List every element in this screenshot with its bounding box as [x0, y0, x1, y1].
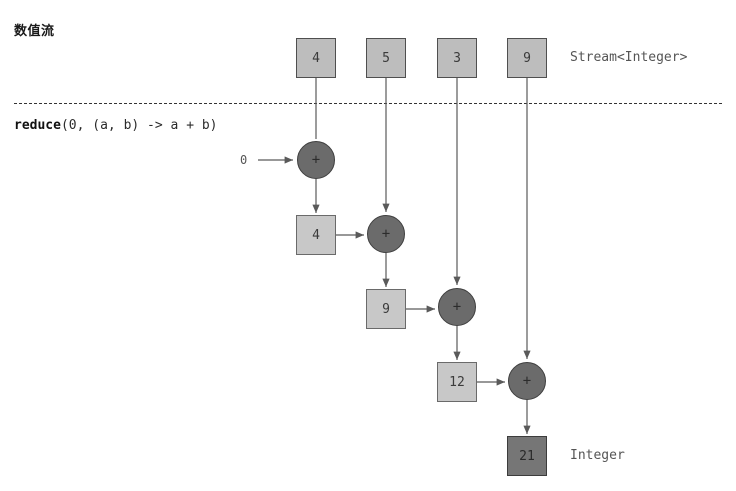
operation-label: reduce(0, (a, b) -> a + b)	[14, 118, 218, 133]
operator-node: +	[367, 215, 405, 253]
operator-node: +	[297, 141, 335, 179]
pipeline-divider	[14, 103, 722, 104]
seed-value-label: 0	[240, 153, 248, 167]
stream-element: 9	[507, 38, 547, 78]
stream-type-label: Stream<Integer>	[570, 50, 688, 65]
operation-name: reduce	[14, 118, 61, 133]
result-node: 21	[507, 436, 547, 476]
operator-node: +	[508, 362, 546, 400]
stream-element: 5	[366, 38, 406, 78]
stream-element: 3	[437, 38, 477, 78]
result-type-label: Integer	[570, 448, 625, 463]
accumulator-node: 4	[296, 215, 336, 255]
operator-node: +	[438, 288, 476, 326]
stream-element: 4	[296, 38, 336, 78]
operation-signature: (0, (a, b) -> a + b)	[60, 118, 218, 133]
accumulator-node: 9	[366, 289, 406, 329]
accumulator-node: 12	[437, 362, 477, 402]
page-title: 数值流	[14, 24, 55, 39]
